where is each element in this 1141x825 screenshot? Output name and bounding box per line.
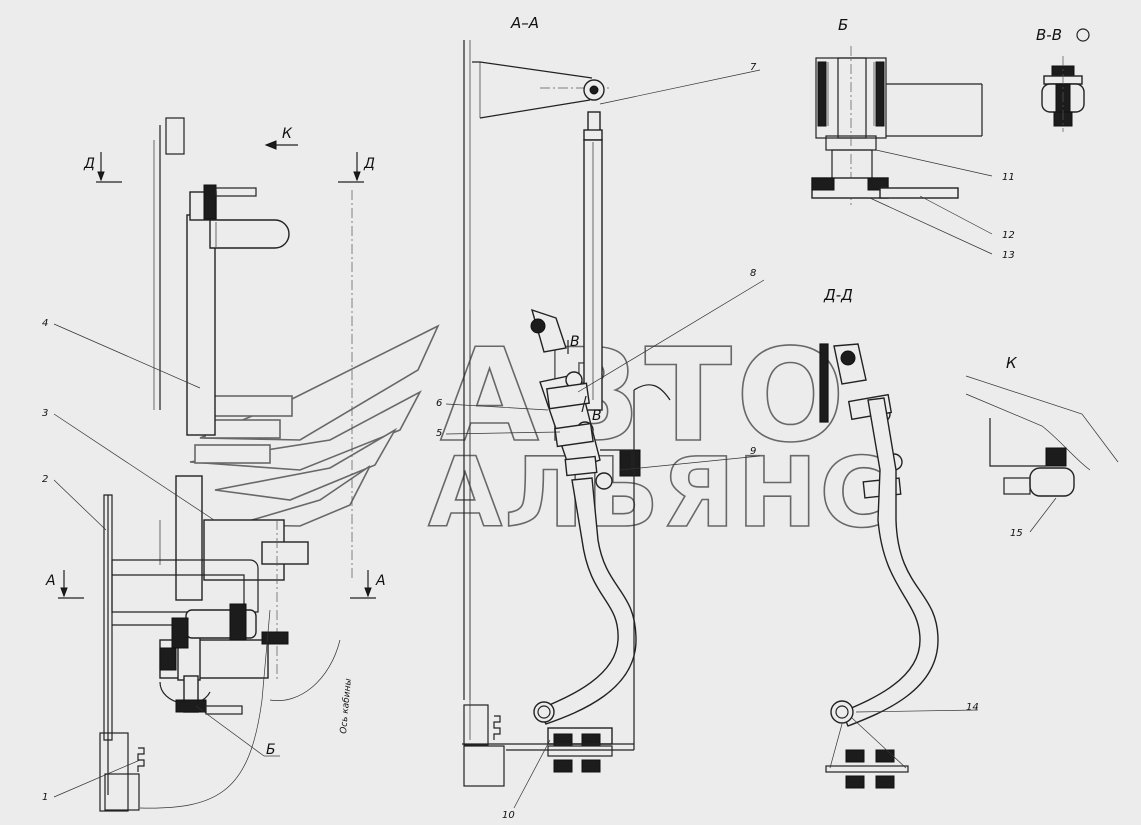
cut-mark-a-left: А	[45, 570, 84, 599]
callout-3: 3	[42, 408, 48, 419]
view-k: К	[965, 354, 1119, 533]
cut-label-v-bottom: В	[592, 408, 602, 424]
watermark-line-1: АВТО	[440, 322, 849, 471]
callout-8: 8	[750, 268, 756, 279]
callout-10: 10	[502, 810, 515, 821]
callout-13: 13	[1002, 250, 1015, 261]
callout-12: 12	[1002, 230, 1015, 241]
section-v-v: В-В	[1036, 26, 1090, 132]
callout-11: 11	[1002, 172, 1015, 183]
cut-label-d-left: Д	[83, 156, 95, 172]
arrow-k: К	[264, 126, 298, 150]
view-k-title: К	[1006, 354, 1018, 372]
callout-4: 4	[42, 318, 48, 329]
callout-5: 5	[436, 428, 442, 439]
watermark-line-2: АЛЬЯНС	[428, 437, 892, 549]
view-b-title: Б	[838, 16, 848, 34]
watermark-wing-icon	[189, 324, 440, 527]
view-b: Б	[811, 16, 993, 255]
cut-mark-d-left: Д	[83, 152, 122, 183]
section-d-d: Д-Д	[819, 286, 979, 789]
cut-label-d-right: Д	[363, 156, 375, 172]
watermark-logo: АВТО АЛЬЯНС	[189, 321, 892, 550]
main-view-left: Д Д К А А Ось кабины	[45, 117, 386, 812]
cut-label-a-right: А	[375, 573, 386, 589]
cut-label-a-left: А	[45, 573, 56, 589]
cab-axis-label: Ось кабины	[339, 678, 354, 734]
callout-numbers: 1 2 3 4 5 6 7 8 9 10 11 12 13 14 15	[42, 62, 1023, 821]
callout-9: 9	[750, 446, 756, 457]
callout-b-label: Б	[266, 742, 276, 758]
section-a-a-title: А–А	[510, 14, 539, 32]
callout-14: 14	[966, 702, 979, 713]
section-v-v-title: В-В	[1036, 26, 1062, 44]
rotation-icon	[1076, 28, 1090, 42]
callout-15: 15	[1010, 528, 1023, 539]
cut-mark-d-right: Д	[338, 152, 375, 183]
callout-1: 1	[42, 792, 48, 803]
section-a-a: А–А	[445, 14, 765, 809]
callout-2: 2	[42, 474, 48, 485]
callout-6: 6	[436, 398, 442, 409]
arrow-k-label: К	[282, 126, 293, 142]
cut-label-v-top: В	[570, 334, 580, 350]
cut-mark-a-right: А	[350, 570, 386, 599]
callout-7: 7	[750, 62, 757, 73]
section-d-d-title: Д-Д	[823, 286, 853, 304]
